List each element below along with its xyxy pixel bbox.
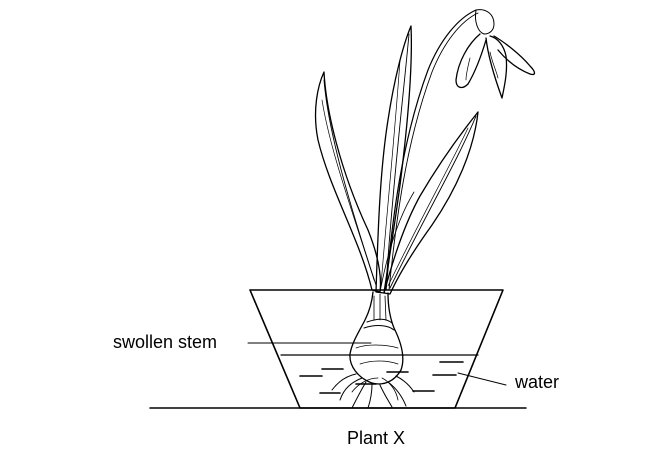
flower — [455, 9, 536, 99]
water-label: water — [515, 372, 560, 392]
plant-leaves — [314, 25, 479, 295]
container — [249, 289, 504, 409]
flower-stalk — [385, 9, 479, 291]
water-leader-line — [457, 372, 507, 386]
roots — [331, 373, 415, 409]
water-dashes — [299, 361, 464, 394]
diagram-caption: Plant X — [347, 428, 406, 448]
swollen-stem-bulb — [349, 291, 404, 385]
swollen-stem-label: swollen stem — [113, 332, 218, 352]
